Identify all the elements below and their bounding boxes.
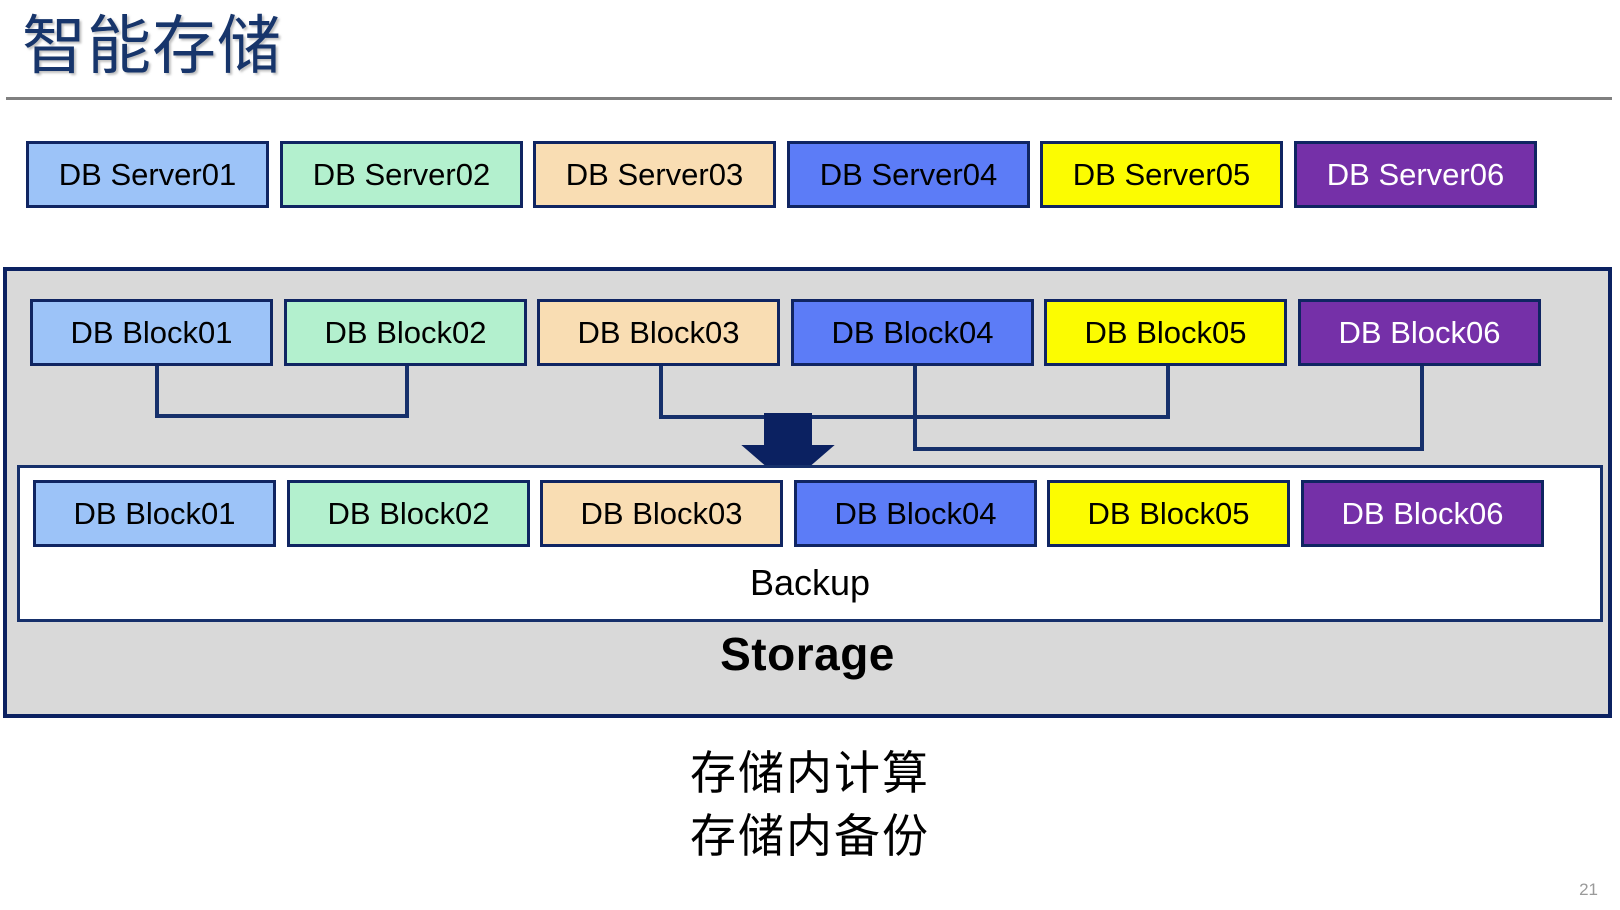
backup-label: Backup xyxy=(749,562,871,603)
db-server-box-1[interactable]: DB Server01 xyxy=(26,141,269,208)
db-server-box-2[interactable]: DB Server02 xyxy=(280,141,523,208)
backup-block-box-5[interactable]: DB Block05 xyxy=(1047,480,1290,547)
db-block-box-6[interactable]: DB Block06 xyxy=(1298,299,1541,366)
storage-label: Storage xyxy=(720,628,895,680)
backup-block-box-1[interactable]: DB Block01 xyxy=(33,480,276,547)
page-number: 21 xyxy=(1579,880,1598,899)
db-server-box-6[interactable]: DB Server06 xyxy=(1294,141,1537,208)
page-title: 智能存储 xyxy=(22,10,282,82)
title-divider xyxy=(6,97,1612,100)
caption-line-2: 存储内备份 xyxy=(690,810,930,862)
backup-block-box-4[interactable]: DB Block04 xyxy=(794,480,1037,547)
backup-block-box-6[interactable]: DB Block06 xyxy=(1301,480,1544,547)
db-server-box-3[interactable]: DB Server03 xyxy=(533,141,776,208)
db-block-box-5[interactable]: DB Block05 xyxy=(1044,299,1287,366)
storage-container: DB Block01 DB Block02 DB Block03 DB Bloc… xyxy=(3,267,1612,718)
backup-panel: DB Block01 DB Block02 DB Block03 DB Bloc… xyxy=(17,465,1603,622)
backup-block-box-3[interactable]: DB Block03 xyxy=(540,480,783,547)
db-server-box-4[interactable]: DB Server04 xyxy=(787,141,1030,208)
db-block-box-1[interactable]: DB Block01 xyxy=(30,299,273,366)
caption-line-1: 存储内计算 xyxy=(690,747,930,799)
backup-block-box-2[interactable]: DB Block02 xyxy=(287,480,530,547)
db-block-box-4[interactable]: DB Block04 xyxy=(791,299,1034,366)
db-block-box-3[interactable]: DB Block03 xyxy=(537,299,780,366)
db-server-box-5[interactable]: DB Server05 xyxy=(1040,141,1283,208)
db-block-box-2[interactable]: DB Block02 xyxy=(284,299,527,366)
